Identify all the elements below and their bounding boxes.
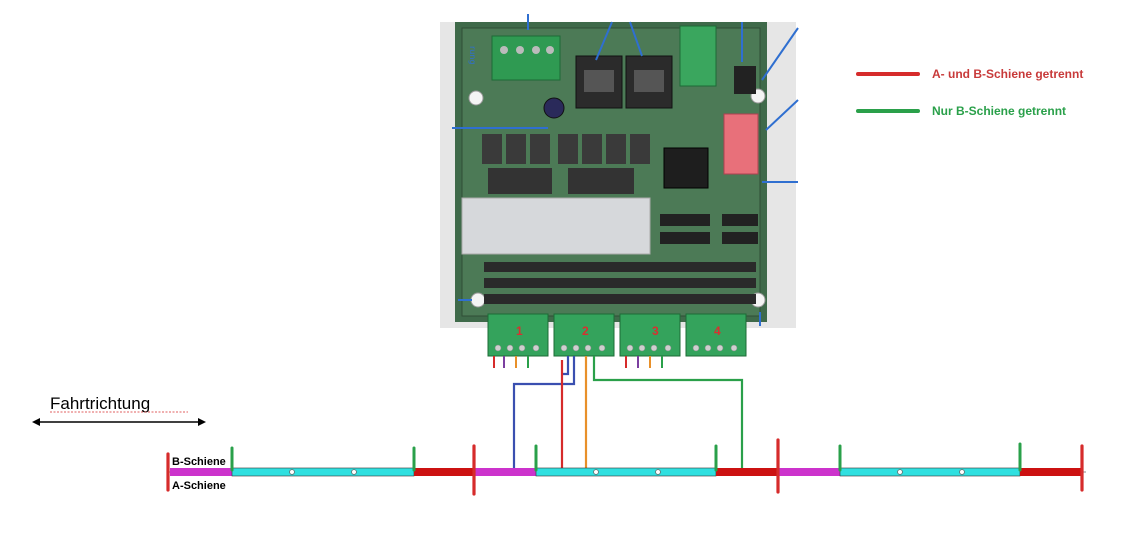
red-connector xyxy=(723,113,759,175)
track-section-red xyxy=(1020,468,1082,476)
wire-blue-2 xyxy=(562,356,570,376)
top-terminal-block xyxy=(491,35,561,81)
legend-label-red: A- und B-Schiene getrennt xyxy=(932,67,1083,81)
feeder-wires xyxy=(512,356,744,474)
track-section-magenta xyxy=(778,468,840,476)
arrow-left-head xyxy=(32,418,40,426)
track-section-cyan xyxy=(535,467,717,477)
mount-hole xyxy=(468,90,484,106)
terminal-label-1: 1 xyxy=(516,324,523,338)
small-connector xyxy=(679,25,717,87)
b-rail-label: B-Schiene xyxy=(172,456,226,468)
relay-row xyxy=(482,134,650,164)
wire-blue xyxy=(512,356,576,470)
a-rail-label: A-Schiene xyxy=(172,480,226,492)
arrow-right-head xyxy=(198,418,206,426)
microcontroller xyxy=(663,147,709,189)
track-section-magenta xyxy=(474,468,536,476)
terminal-label-2: 2 xyxy=(582,324,589,338)
terminal-label-3: 3 xyxy=(652,324,659,338)
track: B-Schiene A-Schiene xyxy=(166,438,1086,496)
pointer-arrows xyxy=(452,14,799,326)
legend: A- und B-Schiene getrennt Nur B-Schiene … xyxy=(856,67,1083,118)
terminal-label-4: 4 xyxy=(714,324,721,338)
heatsink xyxy=(488,168,552,194)
track-section-magenta xyxy=(170,468,232,476)
direction-label: Fahrtrichtung xyxy=(50,394,150,413)
board-side-print: rung xyxy=(468,46,477,65)
capacitor xyxy=(543,97,565,119)
ic-rows xyxy=(484,214,758,304)
legend-item-green: Nur B-Schiene getrennt xyxy=(856,104,1066,118)
heatsink xyxy=(568,168,634,194)
mount-hole xyxy=(470,292,486,308)
track-section-cyan xyxy=(231,467,415,477)
track-section-red xyxy=(414,468,474,476)
track-section-red xyxy=(716,468,778,476)
rj-jack xyxy=(625,55,673,109)
legend-item-red: A- und B-Schiene getrennt xyxy=(856,67,1083,81)
legend-label-green: Nur B-Schiene getrennt xyxy=(932,104,1066,118)
terminal-stub-wires xyxy=(493,356,663,368)
wire-green xyxy=(592,356,744,470)
direction-indicator: Fahrtrichtung xyxy=(32,394,206,426)
track-section-cyan xyxy=(839,467,1021,477)
circuit-board: rung 1 2 3 4 xyxy=(440,22,796,357)
aluminium-block xyxy=(461,197,651,255)
pin-header xyxy=(734,66,756,94)
